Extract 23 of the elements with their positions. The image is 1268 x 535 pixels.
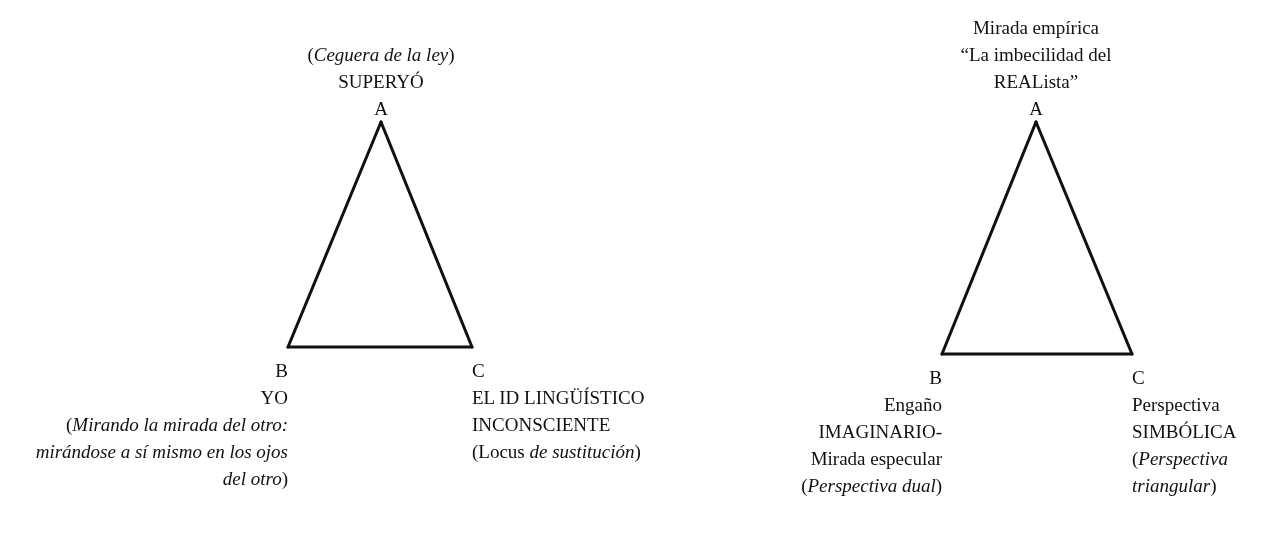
vertex-label-text: A (374, 98, 388, 119)
triangle-side-line (940, 120, 1038, 356)
vertex-label-text: SUPERYÓ (338, 71, 424, 92)
vertex-label-text: B (929, 367, 942, 388)
vertex-label-text: “La imbecilidad del REALista” (960, 44, 1112, 92)
vertex-label-text: C (472, 360, 485, 381)
vertex-label-text: C (1132, 367, 1145, 388)
vertex-label-text: (Perspectiva triangular) (1132, 448, 1228, 496)
vertex-label-text: (Locus de sustitución) (472, 441, 641, 462)
triangle-side-line (286, 120, 383, 349)
vertex-label-text: YO (260, 387, 288, 408)
triangle-side-line (379, 120, 474, 349)
vertex-label-text: Perspectiva SIMBÓLICA (1132, 394, 1237, 442)
triangle-side-line (1034, 120, 1134, 356)
vertex-label-text: Mirada empírica (972, 17, 1100, 38)
vertex-label-text: (Mirando la mirada del otro: mirándose a sí mismo en los ojos del otro) (35, 414, 288, 489)
vertex-label-text: A (1029, 98, 1043, 119)
vertex-label-text: (Perspectiva dual) (801, 475, 942, 496)
vertex-label-text: B (275, 360, 288, 381)
vertex-label-text: Engaño IMAGINARIO- Mirada especular (810, 394, 942, 469)
vertex-label-text: (Ceguera de la ley) (307, 44, 455, 65)
triangle-side-line (940, 352, 1134, 356)
triangle-side-line (286, 345, 474, 349)
